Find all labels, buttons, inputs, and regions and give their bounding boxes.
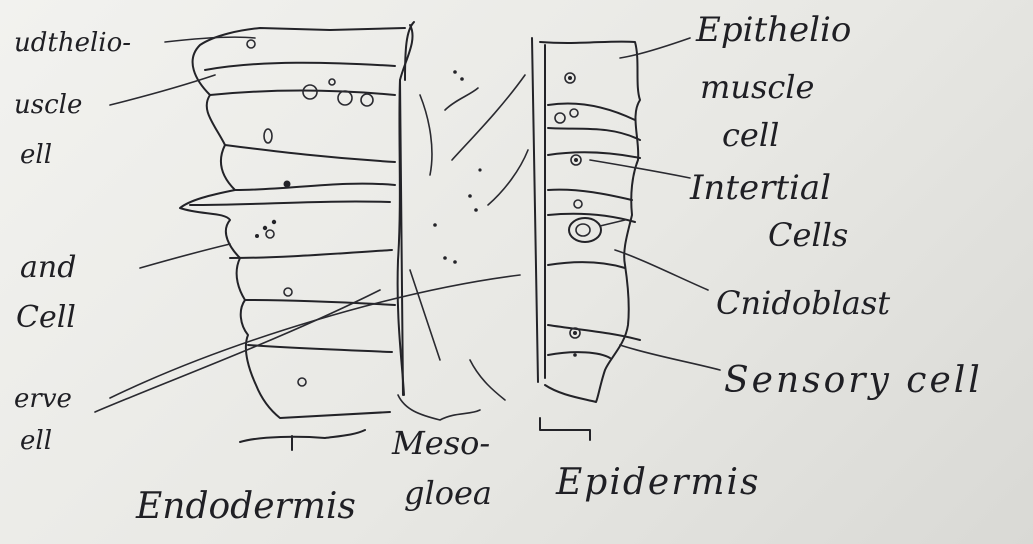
label-nerve-left: erve xyxy=(14,384,72,414)
epidermis-cells xyxy=(532,38,640,402)
label-gloea: gloea xyxy=(404,474,492,512)
label-muscle-right: muscle xyxy=(700,68,814,106)
label-meso: Meso- xyxy=(392,424,490,462)
label-endodermis: Endodermis xyxy=(136,486,356,527)
label-cell-left-3: ell xyxy=(20,426,52,456)
label-muscle-left: uscle xyxy=(14,90,82,120)
label-cell-left-1: ell xyxy=(20,140,52,170)
label-gland-left: and xyxy=(20,250,76,285)
label-cell-right: cell xyxy=(722,116,779,154)
endoderm-cells xyxy=(180,28,405,418)
pointer-lines xyxy=(95,37,720,412)
label-epidermis: Epidermis xyxy=(556,462,761,503)
label-cell-left-2: Cell xyxy=(16,300,76,335)
mesoglea-region xyxy=(398,22,528,420)
label-interstitial: Intertial xyxy=(690,168,831,208)
label-cells-right: Cells xyxy=(768,216,848,254)
label-epithelio-right: Epithelio xyxy=(696,10,851,50)
label-cnidoblast: Cnidoblast xyxy=(716,284,890,322)
label-epithelio-left: udthelio- xyxy=(14,28,131,58)
label-sensory-cell: Sensory cell xyxy=(724,360,983,401)
